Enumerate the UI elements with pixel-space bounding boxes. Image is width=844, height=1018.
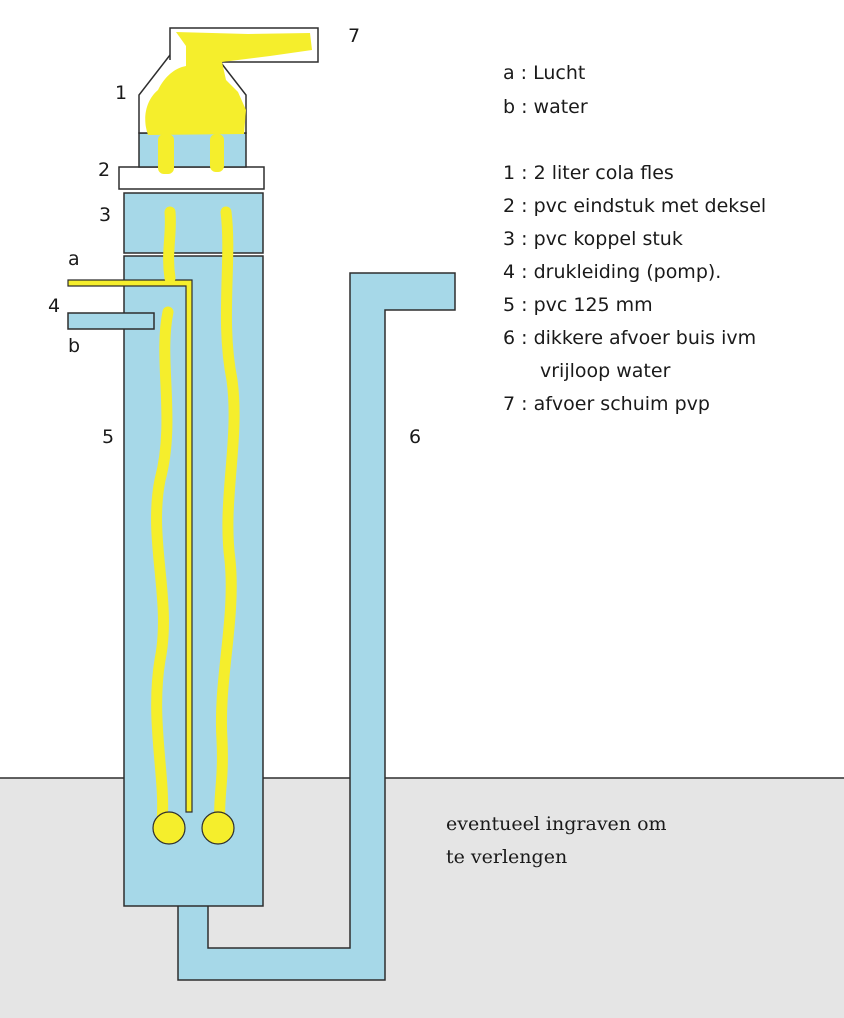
label-7: 7 [348,25,361,47]
label-3: 3 [99,204,112,226]
pressure-line-4 [67,312,155,330]
label-5: 5 [102,426,115,448]
legend-item: 5 : pvc 125 mm [503,294,653,316]
label-a: a [68,248,80,270]
legend-item: 1 : 2 liter cola fles [503,162,674,184]
end-cap-2 [118,166,265,190]
airstone-left [152,811,186,845]
ground-note: eventueel ingraven om te verlengen [446,808,667,874]
label-1: 1 [115,82,128,104]
legend-item: vrijloop water [540,360,671,382]
legend-item: 2 : pvc eindstuk met deksel [503,195,767,217]
legend-item: 4 : drukleiding (pomp). [503,261,722,283]
airstone-right [201,811,235,845]
bubble-trails [151,206,240,826]
legend-item: 7 : afvoer schuim pvp [503,393,710,415]
legend-item: 6 : dikkere afvoer buis ivm [503,327,757,349]
coupling-piece-3 [123,192,264,254]
note-line-1: eventueel ingraven om [446,813,667,835]
label-6: 6 [409,426,422,448]
label-4: 4 [48,295,61,317]
discharge-pipe-6 [177,272,456,981]
air-line-a [67,279,193,813]
legend-item: 3 : pvc koppel stuk [503,228,683,250]
legend-air: a : Lucht [503,62,586,84]
note-line-2: te verlengen [446,846,568,868]
label-2: 2 [98,159,111,181]
bottle-neck-1 [138,132,247,168]
label-b: b [68,335,81,357]
legend-water: b : water [503,96,588,118]
pvc-tube-5 [123,255,264,907]
foam-mass [145,32,312,174]
